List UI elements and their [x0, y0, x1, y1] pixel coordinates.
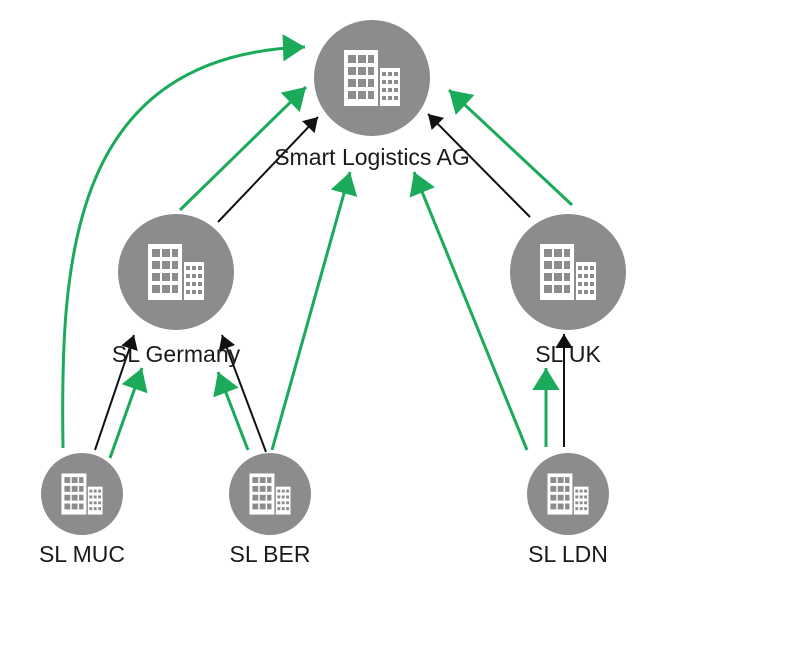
node-ber-label: SL BER [229, 541, 311, 567]
node-ag[interactable] [314, 20, 430, 136]
edge-germany-to-ag-black-arrowhead [302, 117, 318, 134]
edge-uk-to-ag-black-arrowhead [428, 114, 445, 131]
edge-muc-to-ag-green[interactable] [61, 45, 306, 449]
edge-ldn-to-uk-green-arrowhead [532, 368, 560, 390]
node-ber[interactable] [229, 453, 311, 535]
edge-germany-to-ag-green[interactable] [178, 85, 308, 212]
edge-ber-to-ag-green-arrowhead [330, 172, 358, 197]
node-muc-label: SL MUC [38, 541, 126, 567]
edge-ber-to-germany-black[interactable] [221, 334, 267, 453]
edge-muc-to-germany-green-arrowhead [121, 368, 148, 394]
edge-ber-to-ag-green[interactable] [270, 171, 352, 451]
edge-ldn-to-uk-black-arrowhead [555, 334, 573, 348]
edge-muc-to-germany-black[interactable] [94, 334, 135, 451]
nodes-layer [41, 20, 626, 535]
edges-layer [61, 34, 574, 459]
node-muc[interactable] [41, 453, 123, 535]
node-ldn-label: SL LDN [528, 541, 608, 567]
node-uk-label: SL UK [535, 341, 601, 367]
edge-ber-to-germany-black-arrowhead [218, 335, 236, 352]
edge-muc-to-ag-green-arrowhead [282, 34, 305, 62]
edge-uk-to-ag-green-arrowhead [449, 90, 475, 115]
node-uk[interactable] [510, 214, 626, 330]
edge-muc-to-germany-black-arrowhead [121, 335, 138, 352]
node-germany[interactable] [118, 214, 234, 330]
edge-uk-to-ag-black[interactable] [427, 113, 531, 218]
edge-germany-to-ag-black[interactable] [217, 116, 319, 223]
edge-ldn-to-ag-green-arrowhead [409, 172, 435, 198]
node-germany-label: SL Germany [111, 341, 241, 367]
edge-germany-to-ag-green-arrowhead [280, 87, 306, 113]
node-ldn[interactable] [527, 453, 609, 535]
edge-uk-to-ag-green[interactable] [447, 88, 574, 207]
edge-ber-to-germany-green-arrowhead [213, 372, 239, 398]
node-ag-label: Smart Logistics AG [274, 144, 470, 170]
edge-ldn-to-ag-green[interactable] [412, 171, 529, 451]
